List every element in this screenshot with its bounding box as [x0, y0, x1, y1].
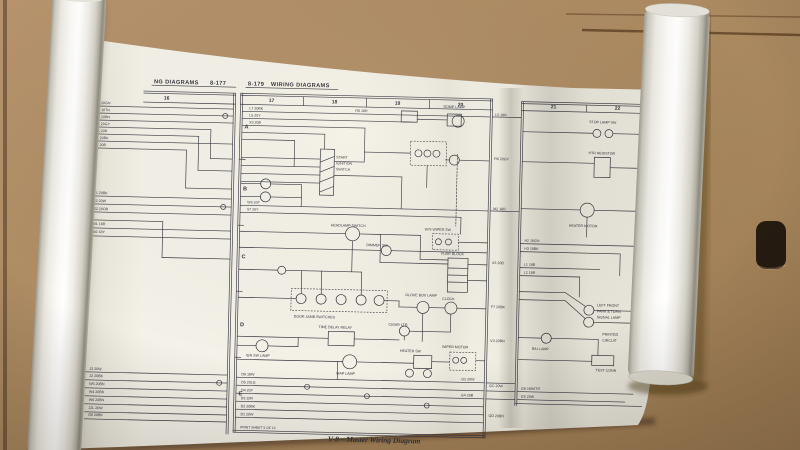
wire-label: GC 20W [489, 384, 503, 388]
column-number: 22 [615, 106, 621, 112]
wire-label: L1 18B [524, 263, 536, 267]
wire-label: M2 18R [493, 207, 506, 211]
wire-label: PRINTED [602, 333, 618, 337]
wire-label: TEST CONN [596, 368, 617, 372]
wire-label: SWITCH [336, 167, 351, 171]
row-letter: B [243, 186, 247, 192]
wire-label: SIGNAL LAMP [597, 315, 622, 320]
wire-label: J2L 20W [89, 406, 104, 410]
wire-label: PARK & TURN [597, 309, 621, 314]
wire-label: X3 20B [492, 261, 504, 265]
row-letter: E [239, 391, 243, 397]
wire-label: M2 18Y [93, 230, 106, 234]
wire-label: W4 20BK [89, 390, 105, 394]
wire-label: GLOVE BOX LAMP [405, 293, 437, 298]
column-number: 16 [164, 96, 170, 102]
wire-label: W6 20BN [89, 398, 105, 402]
left-page-number: 8-177 [210, 81, 226, 87]
wire-label: L7 20BK [249, 106, 263, 110]
print-sheet-note: PRINT SHEET 5 OF 12 [240, 425, 276, 430]
wire-label: D6 20BK [88, 413, 103, 417]
wire-label: IGNITION [336, 161, 352, 165]
wire-label: START [336, 155, 348, 159]
wire-label: HEATER MOTOR [569, 224, 598, 229]
wire-label: 57 20Y [247, 207, 259, 211]
wire-label: TIME DELAY RELAY [318, 325, 352, 330]
wire-label: D5 20LG [241, 380, 256, 384]
wire-label: W5 20BN [89, 382, 105, 386]
wire-label: S2 20W [93, 199, 106, 203]
wire-label: IGN SW LAMP [246, 353, 271, 358]
wire-label: V3 20BN [490, 339, 505, 343]
wire-label: D6 18W [241, 372, 255, 376]
column-number: 21 [551, 104, 557, 110]
wire-label: HEADLAMP SWITCH [331, 223, 366, 228]
column-number: 18 [332, 99, 338, 105]
wire-label: S1 20BK [93, 191, 108, 195]
wire-label: FUSE BLOCK [441, 252, 464, 257]
wire-label: X3 20B [249, 120, 261, 124]
wire-label: CLOCK [442, 297, 455, 301]
cardboard-slot [756, 221, 786, 269]
wire-label: STOP LAMP SW [589, 120, 617, 125]
wire-label: GD 20BN [488, 414, 504, 418]
wire-label: W3 20T [247, 200, 260, 204]
wire-label: CIGAR LTR [388, 323, 407, 327]
wire-label: D3 20R [241, 396, 254, 400]
wire-label: D1 20W [240, 412, 254, 416]
wire-label: DIMMER SW [366, 243, 388, 247]
wire-label: R6 18R [355, 109, 368, 113]
wire-label: B/U LAMP [532, 347, 549, 351]
wire-label: G2 20OR [93, 207, 109, 211]
wire-label: H3 18BK [524, 247, 539, 251]
main-page-number: 8-179 [248, 81, 264, 87]
wire-label: WIPER MOTOR [442, 345, 469, 350]
wire-label: L2 18R [524, 271, 536, 275]
column-number: 19 [395, 101, 401, 107]
wire-label: G5 20W [521, 395, 535, 399]
wire-label: CIRCUIT [602, 339, 617, 343]
wire-label: H2 18GN [524, 239, 539, 243]
wire-label: L5 20Y [249, 113, 261, 117]
wire-label: W/S WIPER SW [425, 227, 452, 232]
wire-label: HTR RESISTOR [588, 151, 615, 156]
wire-label: LEFT FRONT [597, 303, 620, 308]
wire-label: D2 20BK [241, 404, 256, 408]
wire-label: L5 18R [495, 113, 507, 117]
wire-label: G6 18W/TR [521, 387, 540, 391]
wire-label: J2 20BK [89, 374, 103, 378]
row-letter: C [241, 254, 245, 260]
row-letter: D [240, 322, 244, 328]
wire-label: F7 20BK [491, 305, 506, 309]
wire-label: M1 18R [93, 222, 106, 226]
wire-label: G4 20B [461, 393, 474, 397]
wire-label: D4 20Y [241, 388, 254, 392]
wire-label: R6 20GY [494, 157, 509, 161]
wire-label: MAP LAMP [336, 371, 355, 375]
column-number: 17 [269, 98, 275, 104]
row-letter: A [244, 124, 248, 130]
wire-label: G2 20W [461, 377, 475, 381]
column-number: 20 [458, 102, 464, 108]
wire-label: J3 20W [89, 367, 102, 371]
wire-label: HEATER SW [400, 349, 422, 353]
